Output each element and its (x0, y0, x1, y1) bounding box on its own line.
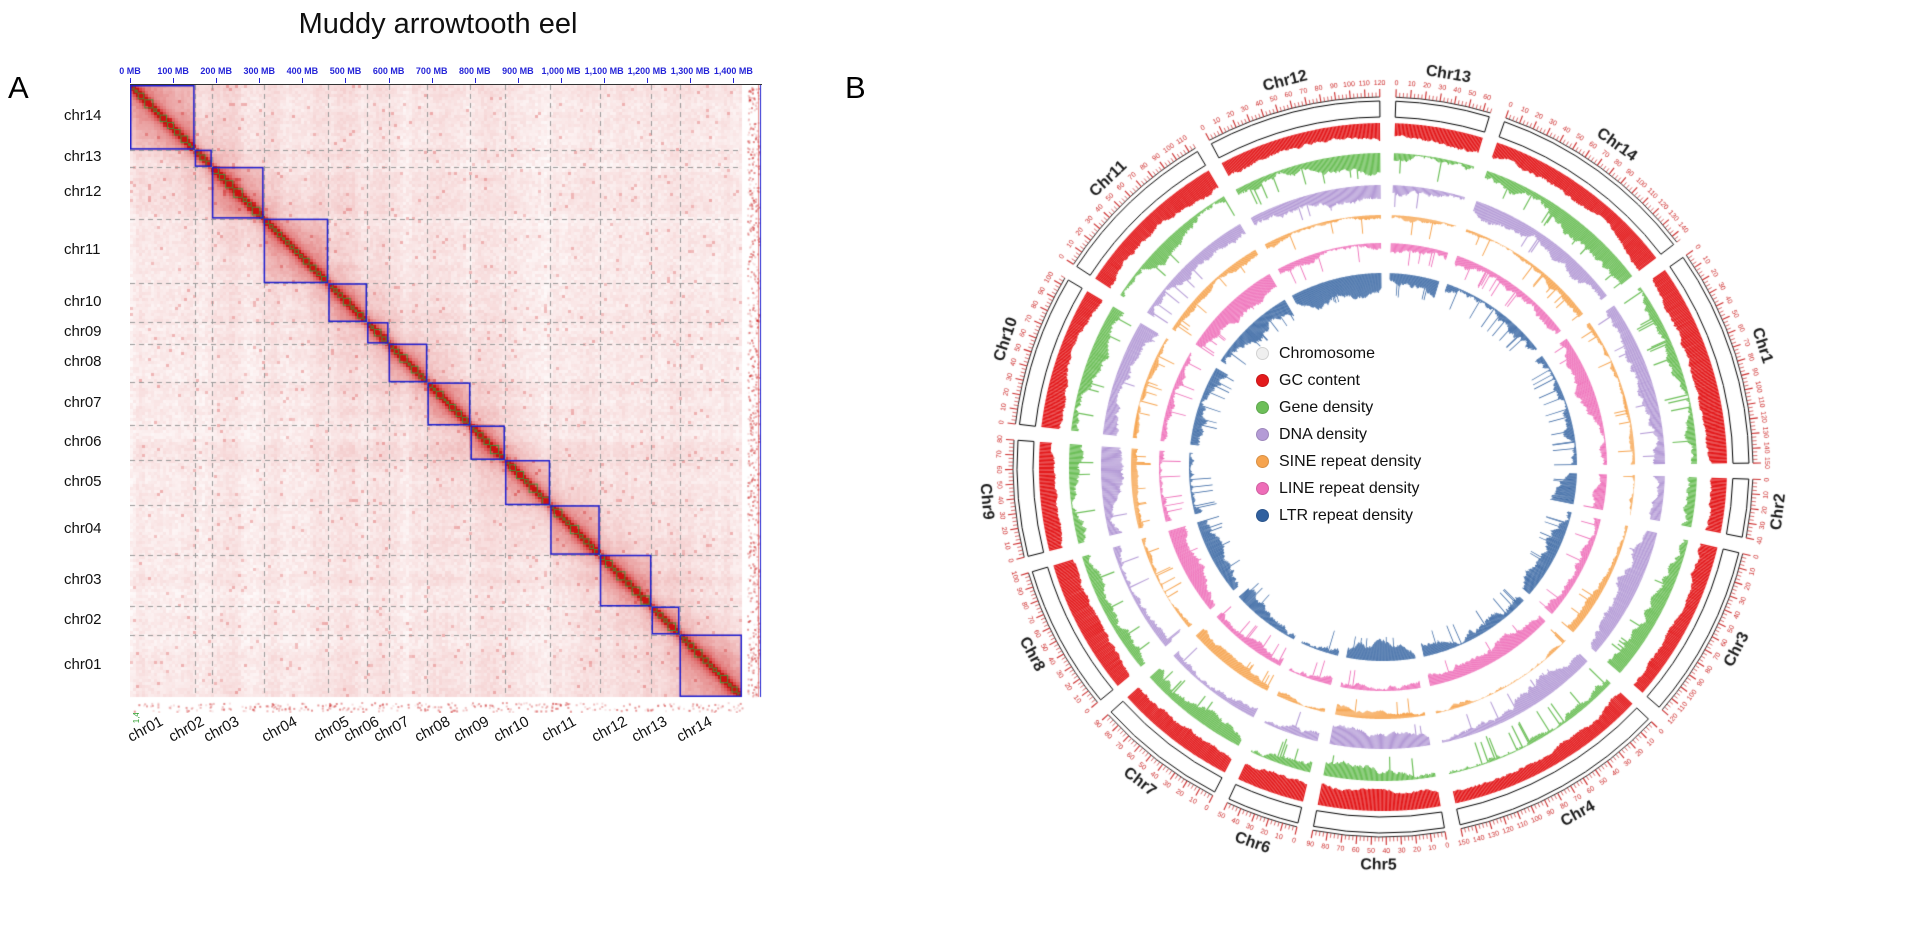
top-ruler-label: 1,200 MB (627, 66, 667, 76)
legend-swatch (1256, 509, 1269, 522)
legend-item: Chromosome (1256, 340, 1421, 367)
top-ruler-tick (173, 78, 175, 83)
legend-label: LTR repeat density (1279, 506, 1413, 524)
legend-label: LINE repeat density (1279, 479, 1420, 497)
hic-row-label: chr04 (64, 519, 102, 537)
top-ruler-label: 1,300 MB (670, 66, 710, 76)
top-ruler-label: 600 MB (372, 66, 405, 76)
hic-row-label: chr07 (64, 393, 102, 411)
legend-item: DNA density (1256, 421, 1421, 448)
top-ruler-tick (604, 78, 606, 83)
legend-swatch (1256, 401, 1269, 414)
top-ruler-tick (474, 78, 476, 83)
top-ruler-label: 100 MB (157, 66, 189, 76)
legend-item: LTR repeat density (1256, 502, 1421, 529)
legend-label: SINE repeat density (1279, 452, 1422, 470)
top-ruler-tick (388, 78, 390, 83)
legend-label: DNA density (1279, 425, 1368, 443)
top-ruler-tick (345, 78, 347, 83)
legend-swatch (1256, 455, 1269, 468)
top-ruler-label: 1,100 MB (584, 66, 624, 76)
top-ruler-label: 500 MB (329, 66, 362, 76)
top-ruler-tick (647, 78, 649, 83)
legend-item: LINE repeat density (1256, 475, 1421, 502)
top-ruler-tick (560, 78, 562, 83)
top-ruler-tick (130, 78, 131, 83)
legend-swatch (1256, 482, 1269, 495)
legend-item: Gene density (1256, 394, 1421, 421)
legend-item: GC content (1256, 367, 1421, 394)
legend-label: Gene density (1279, 398, 1374, 416)
circos-plot (978, 62, 1788, 872)
hic-row-label: chr01 (64, 655, 102, 673)
top-ruler-label: 200 MB (200, 66, 232, 76)
hic-row-label: chr09 (64, 322, 102, 340)
legend-swatch (1256, 428, 1269, 441)
legend-swatch (1256, 374, 1269, 387)
hic-row-label: chr14 (64, 107, 102, 125)
panel-b-label: B (845, 70, 866, 105)
legend-swatch (1256, 347, 1269, 360)
hic-row-label: chr11 (64, 240, 101, 258)
top-ruler-label: 800 MB (459, 66, 491, 76)
legend-label: Chromosome (1279, 344, 1376, 362)
hic-row-label: chr05 (64, 472, 102, 490)
hic-title: Muddy arrowtooth eel (298, 8, 578, 40)
top-ruler-tick (517, 78, 519, 83)
hic-row-label: chr06 (64, 432, 102, 450)
panel-a-label: A (8, 70, 29, 105)
hic-col-label: chr04 (258, 712, 300, 746)
top-ruler-tick (302, 78, 304, 83)
top-ruler-label: 900 MB (502, 66, 534, 76)
legend-item: SINE repeat density (1256, 448, 1421, 475)
top-ruler-label: 700 MB (415, 66, 448, 76)
top-ruler-tick (259, 78, 261, 83)
top-ruler-tick (431, 78, 433, 83)
top-ruler-tick (733, 78, 735, 83)
hic-contact-map (130, 84, 762, 713)
top-ruler-label: 1,400 MB (713, 66, 753, 76)
top-ruler-tick (690, 78, 692, 83)
top-ruler-tick (216, 78, 218, 83)
hic-row-label: chr02 (64, 610, 102, 628)
hic-row-label: chr13 (64, 148, 102, 166)
hic-heatmap-canvas (130, 85, 762, 713)
top-ruler-label: 1,000 MB (541, 66, 581, 76)
hic-row-label: chr10 (64, 292, 102, 310)
top-ruler-label: 400 MB (286, 66, 319, 76)
legend-label: GC content (1279, 371, 1360, 389)
top-ruler-label: 300 MB (243, 66, 276, 76)
hic-row-label: chr08 (64, 352, 102, 370)
top-ruler-label: 0 MB (119, 66, 141, 76)
hic-row-label: chr03 (64, 570, 102, 588)
hic-row-label: chr12 (64, 182, 102, 200)
